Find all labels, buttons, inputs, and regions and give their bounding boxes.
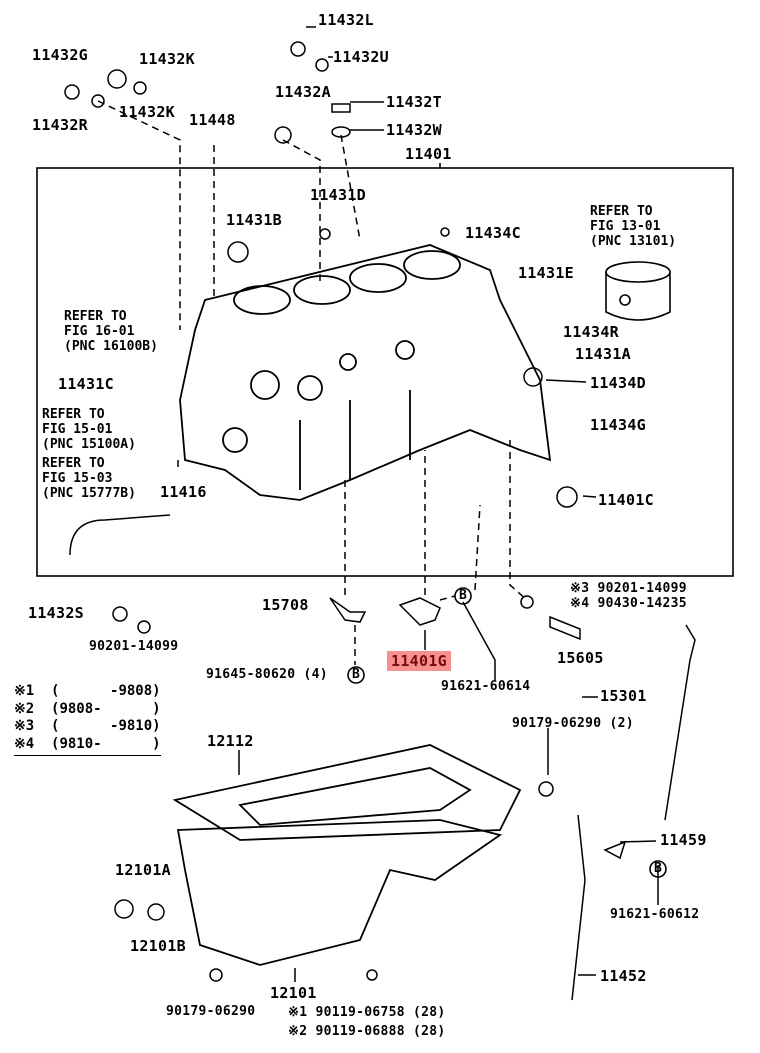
part-label[interactable]: 11434D <box>590 374 646 392</box>
legend-row: ※4 (9810- ) <box>14 735 161 752</box>
part-label[interactable]: 11432W <box>386 121 442 139</box>
callout-circle-b <box>347 666 365 684</box>
part-label[interactable]: ※2 90119-06888 (28) <box>288 1024 446 1039</box>
part-label[interactable]: ※1 90119-06758 (28) <box>288 1005 446 1020</box>
legend-row: ※1 ( -9808) <box>14 683 161 699</box>
refer-to-fig-16-01[interactable]: REFER TO FIG 16-01 (PNC 16100B) <box>64 309 158 354</box>
refer-to-fig-15-03[interactable]: REFER TO FIG 15-03 (PNC 15777B) <box>42 456 136 501</box>
dashed-leaders <box>97 100 528 665</box>
part-label[interactable]: 90201-14099 <box>89 639 179 654</box>
part-label[interactable]: 11434C <box>465 224 521 242</box>
callout-b-label: B <box>654 861 663 876</box>
part-label[interactable]: 11432S <box>28 604 84 622</box>
legend-row: ※3 ( -9810) <box>14 718 161 734</box>
cylinder-block <box>179 244 552 501</box>
part-label[interactable]: ※4 90430-14235 <box>570 596 687 611</box>
part-label[interactable]: 15708 <box>262 596 309 614</box>
refer-to-fig-13-01[interactable]: REFER TO FIG 13-01 (PNC 13101) <box>590 204 677 249</box>
oil-pan <box>172 744 522 966</box>
part-label[interactable]: 11448 <box>189 111 236 129</box>
part-label[interactable]: 15301 <box>600 687 647 705</box>
small-parts <box>64 41 696 1001</box>
part-label[interactable]: 11416 <box>160 483 207 501</box>
legend-row: ※2 (9808- ) <box>14 700 161 717</box>
part-label[interactable]: 12112 <box>207 732 254 750</box>
part-label[interactable]: 12101A <box>115 861 171 879</box>
part-label[interactable]: 15605 <box>557 649 604 667</box>
part-label[interactable]: 11434R <box>563 323 619 341</box>
part-label[interactable]: 11432R <box>32 116 88 134</box>
callout-b-label: B <box>352 667 361 682</box>
date-range-legend: ※1 ( -9808) ※2 (9808- ) ※3 ( -9810) ※4 (… <box>14 683 161 756</box>
part-label[interactable]: 11434G <box>590 416 646 434</box>
callout-circle-b <box>649 860 667 878</box>
part-label[interactable]: 11401 <box>405 145 452 163</box>
part-label-highlighted[interactable]: 11401G <box>387 651 451 671</box>
part-label[interactable]: 11432T <box>386 93 442 111</box>
part-label[interactable]: 12101B <box>130 937 186 955</box>
part-label[interactable]: 11432A <box>275 83 331 101</box>
part-label[interactable]: 90179-06290 <box>166 1004 256 1019</box>
solid-leaders <box>238 26 659 982</box>
part-label[interactable]: 11452 <box>600 967 647 985</box>
part-label[interactable]: 11432L <box>318 11 374 29</box>
part-label[interactable]: 12101 <box>270 984 317 1002</box>
part-label[interactable]: 91621-60612 <box>610 907 700 922</box>
callout-b-label: B <box>459 588 468 603</box>
part-label[interactable]: 11431D <box>310 186 366 204</box>
part-label[interactable]: ※3 90201-14099 <box>570 581 687 596</box>
assembly-frame <box>36 167 734 577</box>
part-label[interactable]: 11431B <box>226 211 282 229</box>
refer-to-fig-15-01[interactable]: REFER TO FIG 15-01 (PNC 15100A) <box>42 407 136 452</box>
callout-circle-b <box>454 587 472 605</box>
part-label[interactable]: 11432G <box>32 46 88 64</box>
part-label[interactable]: 11432K <box>119 103 175 121</box>
part-label[interactable]: 11431E <box>518 264 574 282</box>
part-label[interactable]: 11431A <box>575 345 631 363</box>
part-label[interactable]: 11459 <box>660 831 707 849</box>
piston-illustration <box>605 261 671 321</box>
part-label[interactable]: 11431C <box>58 375 114 393</box>
part-label[interactable]: 90179-06290 (2) <box>512 716 634 731</box>
part-label[interactable]: 91621-60614 <box>441 679 531 694</box>
part-label[interactable]: 11432U <box>333 48 389 66</box>
part-label[interactable]: 91645-80620 (4) <box>206 667 328 682</box>
part-label[interactable]: 11432K <box>139 50 195 68</box>
part-label[interactable]: 11401C <box>598 491 654 509</box>
